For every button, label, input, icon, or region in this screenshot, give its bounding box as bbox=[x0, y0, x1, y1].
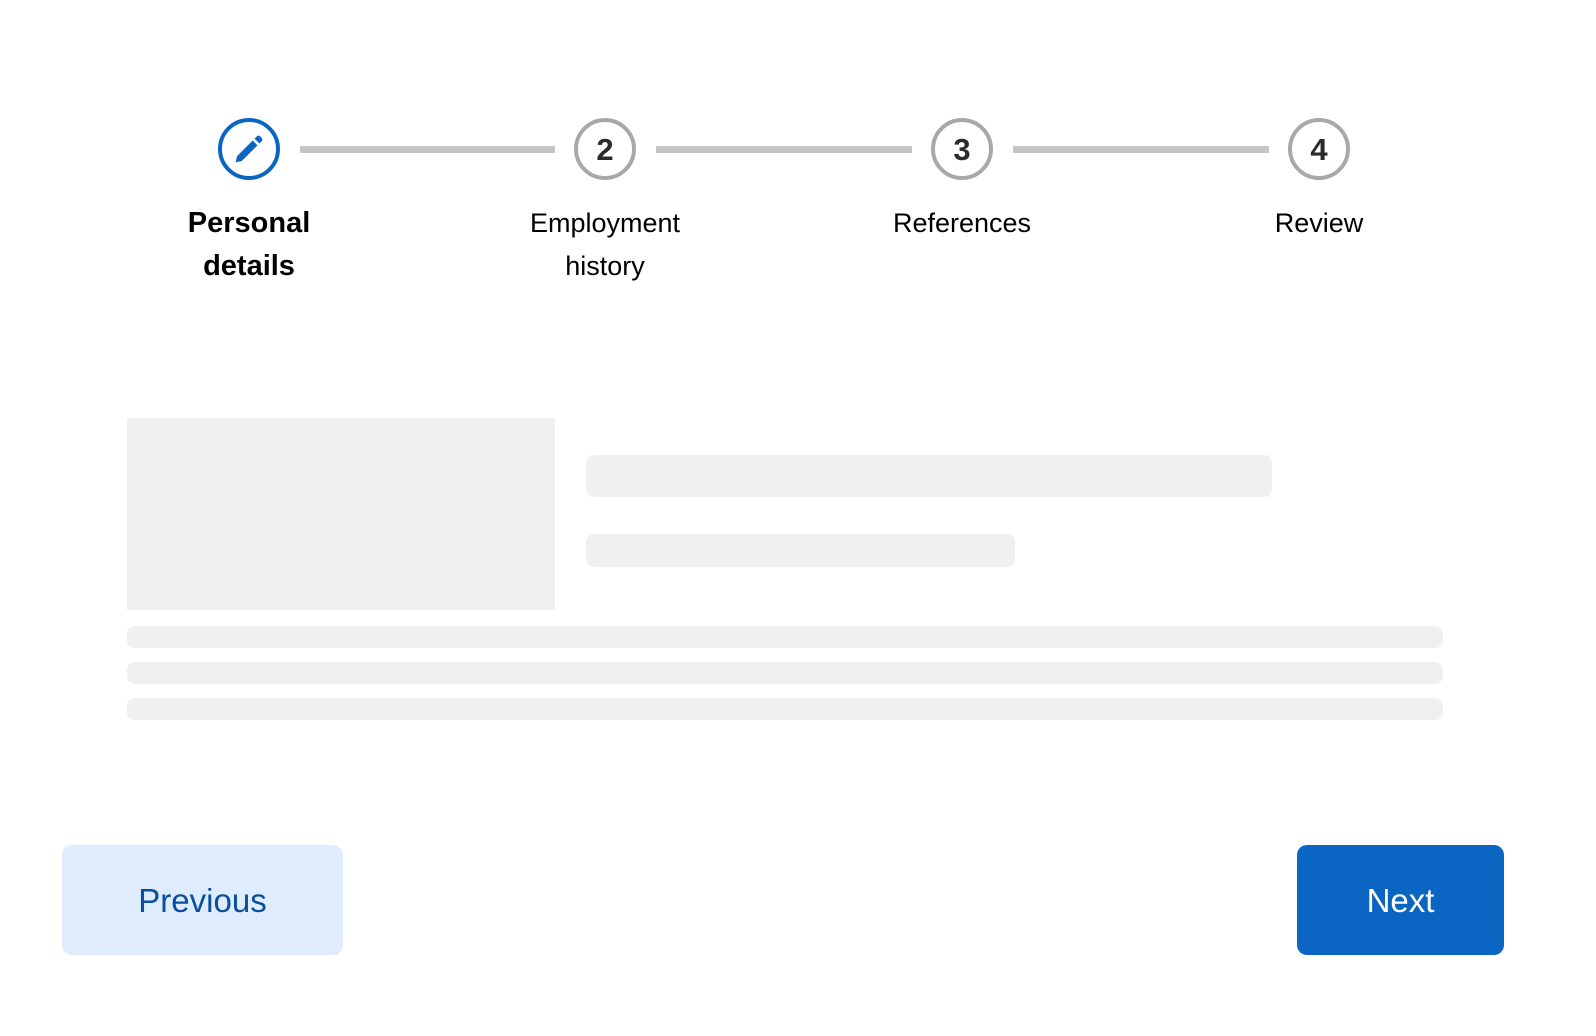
step-label-employment-history: Employment history bbox=[529, 208, 681, 281]
step-label-references: References bbox=[892, 208, 1032, 238]
step-employment-history[interactable]: 2 Employment history bbox=[475, 118, 735, 288]
step-number-4: 4 bbox=[1310, 131, 1328, 167]
pencil-icon bbox=[235, 135, 263, 163]
step-indicator-references[interactable]: 3 bbox=[931, 118, 993, 180]
stepper-connector-3-4 bbox=[1013, 146, 1269, 153]
stepper-connector-2-3 bbox=[656, 146, 912, 153]
step-indicator-personal-details[interactable] bbox=[218, 118, 280, 180]
next-button[interactable]: Next bbox=[1297, 845, 1504, 955]
text-line-placeholder-1 bbox=[127, 626, 1443, 648]
step-indicator-employment-history[interactable]: 2 bbox=[574, 118, 636, 180]
step-indicator-review[interactable]: 4 bbox=[1288, 118, 1350, 180]
step-label-review: Review bbox=[1274, 208, 1364, 238]
text-line-placeholder-3 bbox=[127, 698, 1443, 720]
progress-stepper: Personal details 2 Employment history 3 … bbox=[0, 0, 1596, 320]
step-personal-details[interactable]: Personal details bbox=[119, 118, 379, 288]
previous-button[interactable]: Previous bbox=[62, 845, 343, 955]
field-placeholder-secondary bbox=[586, 534, 1015, 567]
stepper-connector-1-2 bbox=[300, 146, 555, 153]
step-number-3: 3 bbox=[953, 131, 971, 167]
image-placeholder bbox=[127, 418, 555, 610]
step-references[interactable]: 3 References bbox=[832, 118, 1092, 245]
step-label-personal-details: Personal details bbox=[187, 207, 311, 282]
field-placeholder-primary bbox=[586, 455, 1272, 497]
step-review[interactable]: 4 Review bbox=[1189, 118, 1449, 245]
step-number-2: 2 bbox=[596, 131, 614, 167]
text-line-placeholder-2 bbox=[127, 662, 1443, 684]
